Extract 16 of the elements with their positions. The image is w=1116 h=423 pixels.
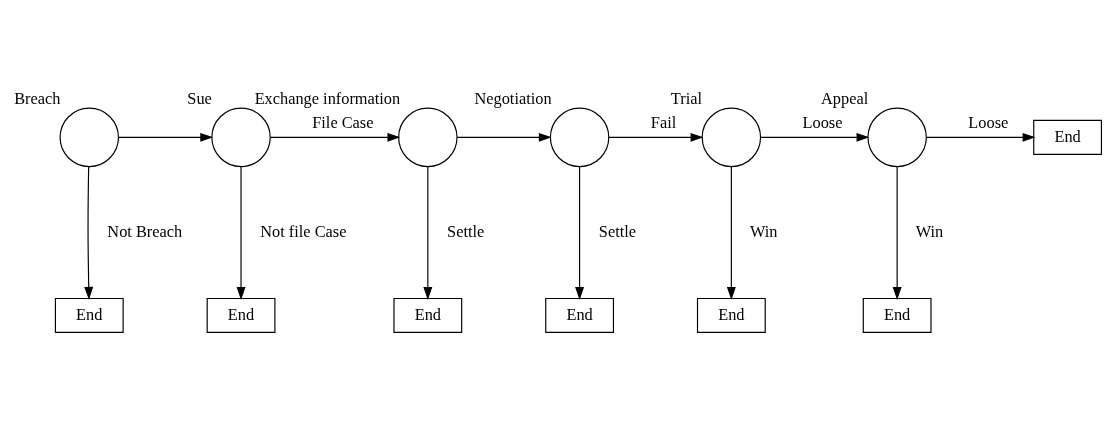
edge-label: Loose [968,112,1009,132]
edge-label: Settle [598,222,637,242]
edge-label: Win [915,222,944,242]
edge-label: Not Breach [107,222,183,242]
edge-label: Settle [447,222,485,242]
node-label: Exchange information [254,88,401,108]
edge-label: Not file Case [260,222,347,242]
edge-label: File Case [312,112,374,132]
node-label: Trial [670,88,702,108]
node-label: Appeal [821,88,869,108]
edge-label: Loose [802,112,843,132]
edge-label: Win [750,222,778,242]
node-label: Sue [187,88,212,108]
edge-label: Fail [650,112,677,132]
node-label: Negotiation [474,88,552,108]
node-label: Breach [14,88,61,108]
